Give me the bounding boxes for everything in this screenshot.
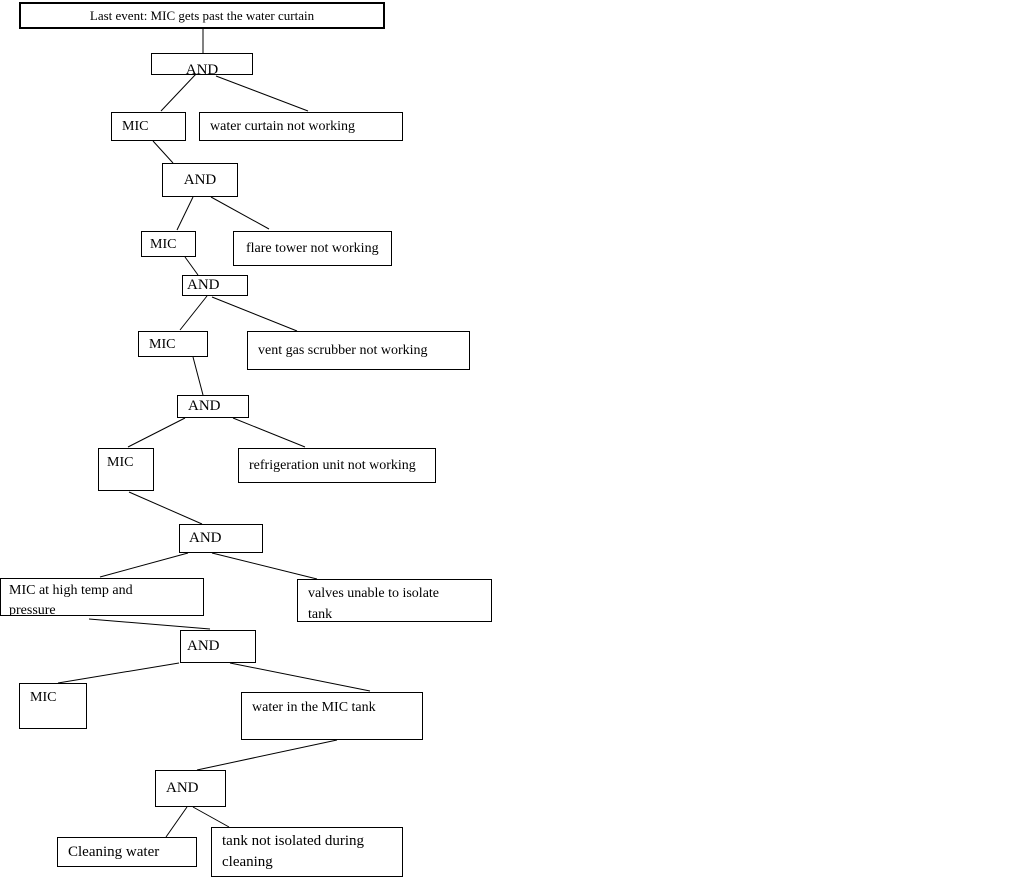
node-label: water curtain not working — [210, 119, 356, 134]
edge-mic2-and3 — [184, 256, 199, 276]
edge-and3-mic3 — [179, 295, 208, 331]
node-label: water in the MIC tank — [252, 700, 376, 715]
edge-and2-flare — [210, 196, 270, 230]
node-label: MIC — [30, 690, 57, 705]
edge-mic4-and5 — [128, 491, 203, 525]
gate-label: AND — [188, 398, 221, 414]
node-valves-unable-isolate: valves unable to isolate tank — [297, 579, 492, 622]
edge-and1-watercurtain — [215, 75, 309, 112]
node-flare-tower: flare tower not working — [233, 231, 392, 266]
gate-label: AND — [185, 62, 219, 75]
gate-label: AND — [189, 530, 222, 546]
node-label: Last event: MIC gets past the water curt… — [89, 8, 315, 23]
edge-and1-mic1 — [160, 73, 197, 112]
node-mic-1: MIC — [111, 112, 186, 141]
node-label: MIC — [150, 236, 177, 252]
node-mic-4: MIC — [98, 448, 154, 491]
node-label: MIC — [149, 336, 176, 352]
gate-and-5: AND — [179, 524, 263, 553]
edge-and4-refrigeration — [232, 417, 306, 448]
node-mic-3: MIC — [138, 331, 208, 357]
node-mic-high-temp-pressure: MIC at high temp and pressure — [0, 578, 204, 616]
node-label: MIC at high temp and pressure — [9, 583, 133, 616]
edge-and4-mic4 — [127, 417, 186, 448]
gate-label: AND — [183, 171, 217, 188]
gate-and-7: AND — [155, 770, 226, 807]
node-mic-5: MIC — [19, 683, 87, 729]
node-cleaning-water: Cleaning water — [57, 837, 197, 867]
gate-and-1: AND — [151, 53, 253, 75]
edge-mic3-and4 — [192, 356, 204, 396]
node-label: MIC — [122, 119, 149, 134]
node-label: MIC — [107, 455, 134, 470]
node-refrigeration-unit: refrigeration unit not working — [238, 448, 436, 483]
gate-and-3: AND — [182, 275, 248, 296]
node-tank-not-isolated: tank not isolated during cleaning — [211, 827, 403, 877]
edge-and7-tanknotisolated — [192, 806, 230, 828]
node-vent-gas-scrubber: vent gas scrubber not working — [247, 331, 470, 370]
edge-and3-vent — [211, 296, 298, 332]
edge-hightemp-and6 — [88, 618, 211, 630]
edge-and7-cleaning — [165, 806, 188, 838]
node-mic-2: MIC — [141, 231, 196, 257]
edge-watertank-and7 — [196, 739, 338, 771]
edge-and6-watertank — [229, 662, 371, 692]
gate-and-4: AND — [177, 395, 249, 418]
gate-label: AND — [187, 277, 220, 293]
edge-and6-mic5 — [57, 662, 180, 684]
node-top-event: Last event: MIC gets past the water curt… — [19, 2, 385, 29]
gate-label: AND — [187, 638, 220, 654]
gate-label: AND — [166, 780, 199, 796]
node-label: vent gas scrubber not working — [258, 343, 428, 358]
node-label: flare tower not working — [246, 241, 379, 256]
node-label: refrigeration unit not working — [249, 458, 416, 473]
gate-and-2: AND — [162, 163, 238, 197]
node-water-in-mic-tank: water in the MIC tank — [241, 692, 423, 740]
edge-and2-mic2 — [176, 196, 194, 231]
node-water-curtain: water curtain not working — [199, 112, 403, 141]
gate-and-6: AND — [180, 630, 256, 663]
edge-and5-hightemp — [99, 552, 189, 578]
node-label: valves unable to isolate tank — [308, 586, 440, 622]
edge-and5-valves — [211, 552, 318, 580]
node-label: Cleaning water — [68, 843, 160, 860]
node-label: tank not isolated during cleaning — [222, 833, 365, 870]
edge-mic1-and2 — [152, 140, 174, 164]
